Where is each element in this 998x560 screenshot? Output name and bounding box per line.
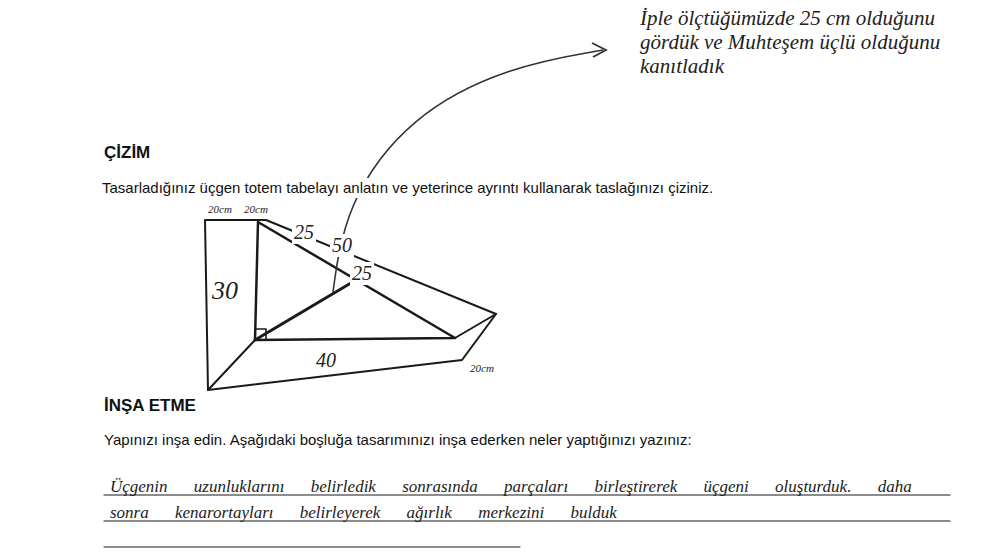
leader-line xyxy=(333,50,603,292)
dimension-label: 20cm xyxy=(208,203,232,216)
median-line xyxy=(255,280,356,340)
section-heading: ÇİZİM xyxy=(104,143,150,163)
dimension-label: 25 xyxy=(350,262,374,285)
dimension-label: 30 xyxy=(212,276,238,306)
leader-arrowhead xyxy=(592,43,606,57)
section-heading: İNŞA ETME xyxy=(104,396,196,416)
corner-line xyxy=(208,340,255,390)
right-angle-mark xyxy=(256,329,266,340)
instruction-text: Tasarladığınız üçgen totem tabelayı anla… xyxy=(100,178,904,198)
dimension-label: 25 xyxy=(292,221,316,244)
instruction-text: Yapınızı inşa edin. Aşağıdaki boşluğa ta… xyxy=(104,430,964,450)
outer-frame xyxy=(205,220,496,390)
dimension-label: 20cm xyxy=(244,203,268,216)
answer-rule xyxy=(104,546,520,547)
handwritten-answer: Üçgenin uzunluklarını belirledik sonrası… xyxy=(110,474,950,526)
handwritten-note: İple ölçtüğümüzde 25 cm olduğunu gördük … xyxy=(640,6,970,78)
dimension-label: 40 xyxy=(316,349,336,372)
dimension-label: 50 xyxy=(330,234,354,257)
corner-line xyxy=(455,314,496,338)
dimension-label: 20cm xyxy=(470,362,494,375)
triangle xyxy=(255,222,455,340)
